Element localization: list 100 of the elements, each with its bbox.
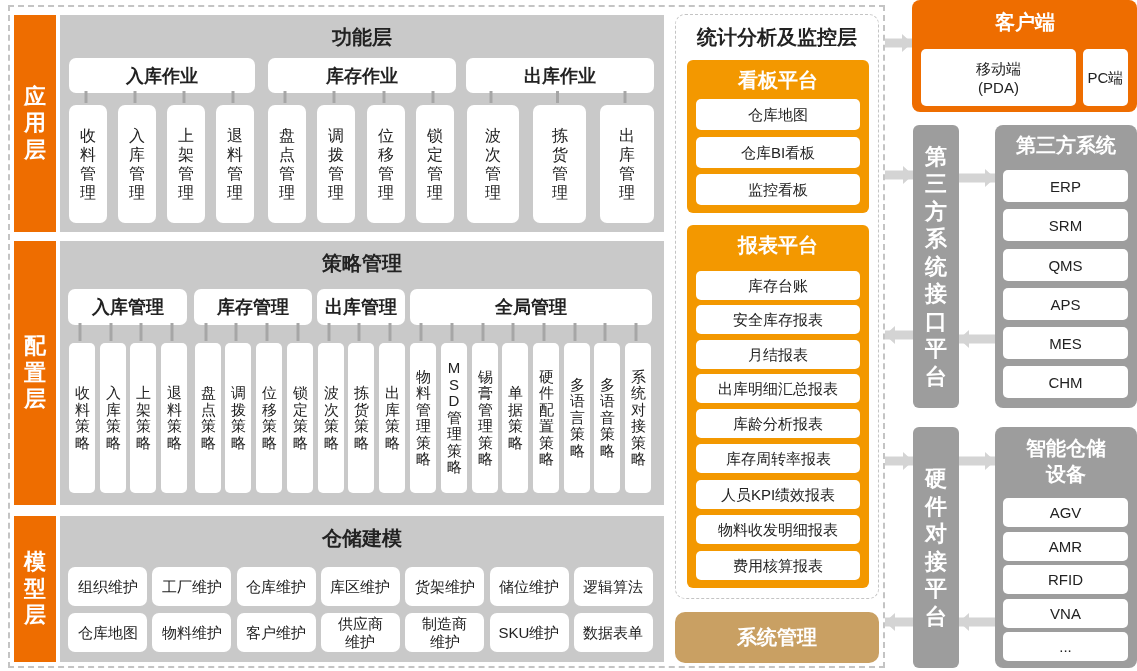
connector-line (139, 323, 143, 341)
panel-title: 策略管理 (321, 251, 403, 275)
list-item: 监控看板 (696, 174, 860, 205)
connector-line (511, 323, 515, 341)
model-item: 储位维护 (489, 567, 569, 606)
strategy-box: 多语言策略 (564, 343, 590, 493)
list-item: 库存台账 (696, 271, 860, 300)
chevron-arrow (885, 166, 913, 184)
strategy-box: 硬件配置策略 (533, 343, 559, 493)
layer-band: 模型层 (14, 516, 56, 662)
strategy-box: MSD管理策略 (441, 343, 467, 493)
model-item: 物料维护 (152, 613, 232, 652)
layer-panel (60, 516, 664, 662)
layer-panel (60, 15, 664, 232)
connector-line (419, 323, 423, 341)
function-box: 拣货管理 (533, 105, 586, 223)
connector-line (542, 323, 546, 341)
panel-title: 报表平台 (736, 233, 819, 257)
connector-line (204, 323, 208, 341)
panel-title: 客户端 (993, 10, 1056, 34)
connector-line (481, 323, 485, 341)
client-panel (912, 0, 1137, 112)
model-item: 仓库地图 (68, 613, 147, 652)
strategy-box: 锁定策略 (287, 343, 313, 493)
list-item: 仓库BI看板 (696, 137, 860, 168)
list-item: ERP (1003, 170, 1128, 202)
chevron-arrow (885, 613, 913, 631)
panel-title: 仓储建模 (321, 526, 403, 550)
strategy-box: 收料策略 (69, 343, 95, 493)
strategy-box: 单据策略 (502, 343, 528, 493)
list-item: 库龄分析报表 (696, 409, 860, 438)
chevron-arrow (885, 326, 913, 344)
list-item: 移动端 (PDA) (921, 49, 1076, 106)
dashed-frame (8, 5, 885, 668)
model-item: 客户维护 (236, 613, 316, 652)
strategy-box: 位移策略 (256, 343, 282, 493)
function-box: 位移管理 (367, 105, 405, 223)
connector-line (133, 91, 137, 103)
model-item: 组织维护 (68, 567, 147, 606)
model-item: 供应商维护 (320, 613, 400, 652)
list-item: 物料收发明细报表 (696, 515, 860, 544)
connector-line (234, 323, 238, 341)
strategy-box: 盘点策略 (195, 343, 221, 493)
list-item: 安全库存报表 (696, 305, 860, 334)
function-box: 调拨管理 (317, 105, 355, 223)
list-item: VNA (1003, 599, 1128, 628)
connector-line (170, 323, 174, 341)
chevron-arrow (959, 452, 995, 470)
connector-line (332, 91, 336, 103)
group-header: 入库作业 (69, 58, 255, 93)
list-item: 库存周转率报表 (696, 444, 860, 473)
connector-line (388, 323, 392, 341)
function-box: 退料管理 (216, 105, 254, 223)
model-item: SKU维护 (489, 613, 569, 652)
model-item: 库区维护 (320, 567, 400, 606)
group-header: 出库管理 (317, 289, 405, 325)
model-item: 货架维护 (405, 567, 485, 606)
model-item: 制造商维护 (405, 613, 485, 652)
strategy-box: 锡膏管理策略 (472, 343, 498, 493)
chevron-arrow (885, 34, 912, 52)
list-item: APS (1003, 288, 1128, 320)
strategy-box: 物料管理策略 (410, 343, 436, 493)
group-header: 库存作业 (268, 58, 456, 93)
connector-line (78, 323, 82, 341)
list-item: QMS (1003, 249, 1128, 281)
model-item: 仓库维护 (236, 567, 316, 606)
list-item: AMR (1003, 532, 1128, 561)
function-box: 锁定管理 (416, 105, 454, 223)
list-item: 仓库地图 (696, 99, 860, 130)
strategy-box: 出库策略 (379, 343, 405, 493)
strategy-box: 入库策略 (100, 343, 126, 493)
connector-line (84, 91, 88, 103)
connector-line (573, 323, 577, 341)
panel-title: 功能层 (331, 25, 393, 49)
list-item: CHM (1003, 366, 1128, 398)
strategy-box: 拣货策略 (348, 343, 374, 493)
group-header: 全局管理 (410, 289, 652, 325)
interface-band: 硬件对接平台 (913, 427, 959, 668)
list-item: 费用核算报表 (696, 551, 860, 580)
panel-title: 第三方系统 (1015, 133, 1117, 157)
panel-title: 统计分析及监控层 (695, 25, 858, 49)
list-item: SRM (1003, 209, 1128, 241)
function-box: 上架管理 (167, 105, 205, 223)
strategy-box: 波次策略 (318, 343, 344, 493)
strategy-box: 调拨策略 (225, 343, 251, 493)
connector-line (556, 91, 559, 103)
strategy-box: 系统对接策略 (625, 343, 651, 493)
list-item: MES (1003, 327, 1128, 359)
strategy-box: 多语音策略 (594, 343, 620, 493)
dashed-panel (675, 14, 879, 599)
connector-line (357, 323, 361, 341)
function-box: 收料管理 (69, 105, 107, 223)
panel-title: 看板平台 (737, 68, 819, 92)
connector-line (431, 91, 435, 103)
model-item: 逻辑算法 (573, 567, 653, 606)
connector-line (231, 91, 235, 103)
function-box: 入库管理 (118, 105, 156, 223)
model-item: 工厂维护 (152, 567, 232, 606)
function-box: 波次管理 (467, 105, 519, 223)
layer-panel (60, 241, 664, 505)
